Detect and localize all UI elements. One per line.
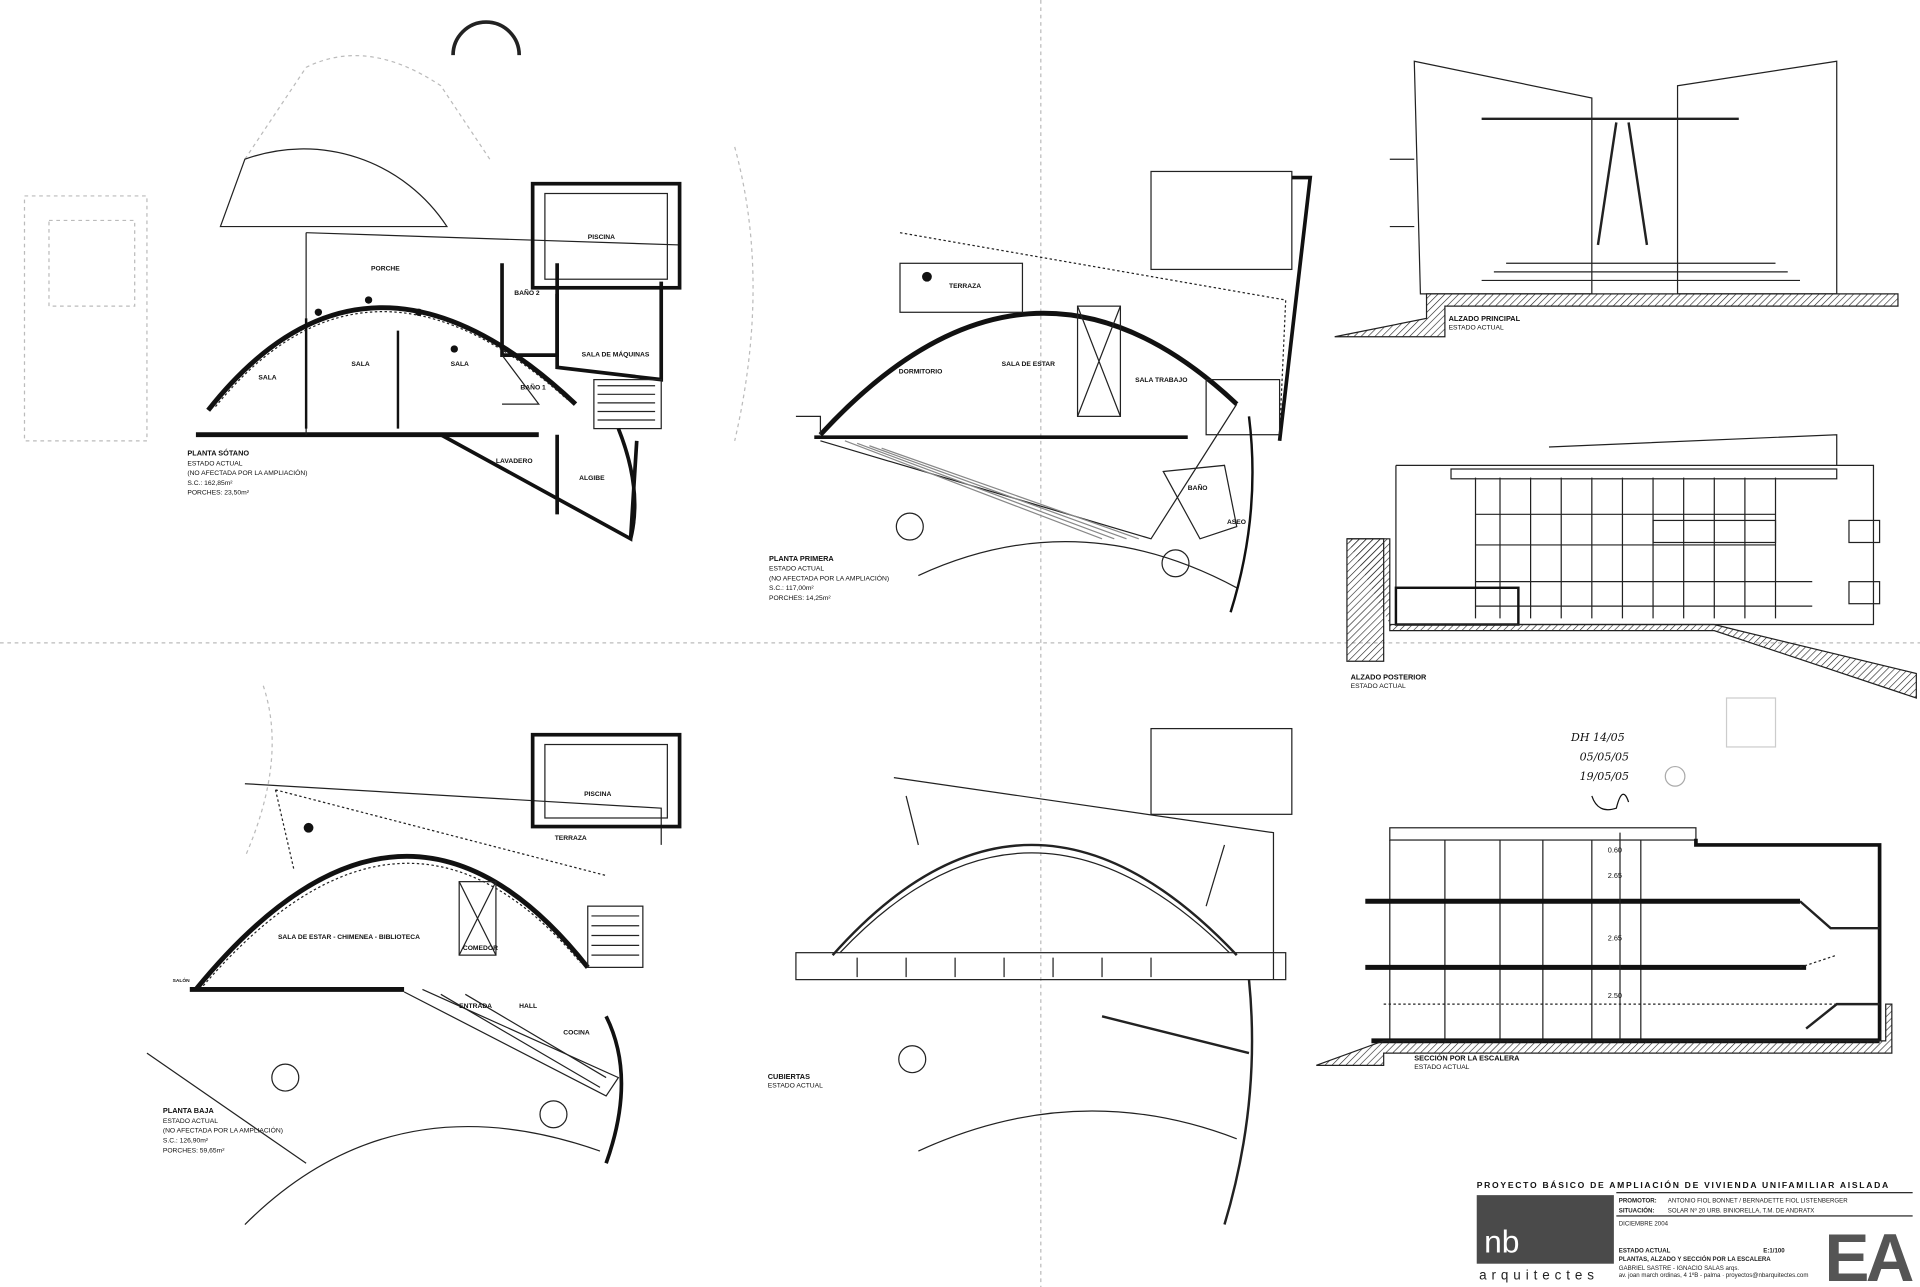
room-label: PISCINA [588, 234, 615, 241]
section-title: SECCIÓN POR LA ESCALERA [1414, 1053, 1520, 1062]
sheet-title: PLANTAS, ALZADO Y SECCIÓN POR LA ESCALER… [1619, 1255, 1772, 1263]
room-label: SALA [351, 361, 369, 368]
sheet-status: ESTADO ACTUAL [1619, 1248, 1671, 1255]
project-title: PROYECTO BÁSICO DE AMPLIACIÓN DE VIVIEND… [1477, 1179, 1890, 1190]
plan-note: (NO AFECTADA POR LA AMPLIACIÓN) [769, 573, 889, 582]
room-label: BAÑO 1 [520, 382, 546, 391]
plan-title: CUBIERTAS [768, 1072, 810, 1081]
elevation-posterior: ALZADO POSTERIOR ESTADO ACTUAL [1346, 434, 1917, 699]
sheet-code: EA [1824, 1221, 1912, 1287]
room-label: SALA [451, 361, 469, 368]
address: av. joan march ordinas, 4 1ºB - palma · … [1619, 1272, 1809, 1279]
handwritten-note: 05/05/05 [1580, 750, 1629, 763]
plan-note: (NO AFECTADA POR LA AMPLIACIÓN) [187, 468, 307, 477]
elevation-status: ESTADO ACTUAL [1449, 324, 1504, 331]
title-block: PROYECTO BÁSICO DE AMPLIACIÓN DE VIVIEND… [1476, 1179, 1916, 1287]
plan-sotano: PORCHE SALA SALA SALA BAÑO 2 SALA DE MÁQ… [23, 20, 682, 542]
room-label: BAÑO 2 [514, 288, 540, 297]
room-label: ENTRADA [459, 1003, 492, 1010]
logo-text: nb [1484, 1224, 1519, 1260]
plan-title: PLANTA BAJA [163, 1106, 215, 1115]
room-label: LAVADERO [496, 458, 533, 465]
room-label: SALÓN [173, 976, 191, 984]
scale: E:1/100 [1763, 1248, 1785, 1255]
architects: GABRIEL SASTRE - IGNACIO SALAS arqs. [1619, 1265, 1740, 1272]
elevation-title: ALZADO PRINCIPAL [1449, 314, 1521, 323]
section-escalera: 0.60 2.65 2.65 2.50 SECCIÓN POR LA ESCAL… [1316, 827, 1893, 1071]
plan-porches: PORCHES: 59,65m² [163, 1147, 225, 1154]
elevation-principal: ALZADO PRINCIPAL ESTADO ACTUAL [1334, 60, 1899, 338]
dimension-label: 0.60 [1608, 845, 1622, 854]
elevation-title: ALZADO POSTERIOR [1351, 673, 1427, 682]
date: DICIEMBRE 2004 [1619, 1221, 1669, 1228]
situacion-label: SITUACIÓN: [1619, 1206, 1655, 1214]
section-status: ESTADO ACTUAL [1414, 1064, 1469, 1071]
room-label: DORMITORIO [899, 369, 943, 376]
plan-title: PLANTA SÓTANO [187, 449, 249, 458]
situacion-value: SOLAR Nº 20 URB. BINIORELLA, T.M. DE AND… [1668, 1207, 1815, 1214]
promotor-label: PROMOTOR: [1619, 1197, 1657, 1204]
plan-primera: TERRAZA DORMITORIO SALA DE ESTAR SALA TR… [734, 146, 1313, 613]
plan-area: S.C.: 162,85m² [187, 480, 233, 487]
plan-status: ESTADO ACTUAL [187, 460, 242, 467]
dimension-label: 2.65 [1608, 871, 1622, 880]
elevation-status: ESTADO ACTUAL [1351, 683, 1406, 690]
plan-porches: PORCHES: 23,50m² [187, 490, 249, 497]
logo-box [1476, 1195, 1614, 1264]
room-label: SALA DE MÁQUINAS [582, 349, 650, 358]
plan-status: ESTADO ACTUAL [768, 1082, 823, 1089]
room-label: COMEDOR [463, 945, 498, 952]
plan-title: PLANTA PRIMERA [769, 554, 834, 563]
room-label: BAÑO [1188, 483, 1208, 492]
approval-stamp: DH 14/05 05/05/05 19/05/05 [1570, 697, 1777, 811]
handwritten-note: DH 14/05 [1570, 731, 1625, 744]
plan-status: ESTADO ACTUAL [769, 566, 824, 573]
dimension-label: 2.65 [1608, 933, 1622, 942]
room-label: TERRAZA [949, 283, 981, 290]
dimension-label: 2.50 [1608, 991, 1622, 1000]
plan-status: ESTADO ACTUAL [163, 1118, 218, 1125]
promotor-value: ANTONIO FIOL BONNET / BERNADETTE FIOL LI… [1668, 1197, 1849, 1204]
room-label: ASEO [1227, 519, 1246, 526]
room-label: TERRAZA [555, 835, 587, 842]
plan-area: S.C.: 117,00m² [769, 585, 814, 592]
plan-area: S.C.: 126,90m² [163, 1137, 209, 1144]
handwritten-note: 19/05/05 [1580, 770, 1629, 783]
plan-cubiertas: CUBIERTAS ESTADO ACTUAL [768, 727, 1293, 1225]
room-label: SALA [258, 375, 276, 382]
room-label: SALA TRABAJO [1135, 377, 1187, 384]
room-label: ALGIBE [579, 475, 605, 482]
plan-note: (NO AFECTADA POR LA AMPLIACIÓN) [163, 1126, 283, 1135]
room-label: PORCHE [371, 266, 400, 273]
room-label: COCINA [563, 1030, 590, 1037]
room-label: PISCINA [584, 791, 611, 798]
logo-subtext: arquitectes [1479, 1268, 1599, 1283]
room-label: SALA DE ESTAR - CHIMENEA - BIBLIOTECA [278, 934, 420, 941]
room-label: SALA DE ESTAR [1002, 361, 1056, 368]
room-label: HALL [519, 1003, 537, 1010]
plan-porches: PORCHES: 14,25m² [769, 595, 831, 602]
plan-baja: SALA DE ESTAR - CHIMENEA - BIBLIOTECA CO… [146, 685, 682, 1225]
